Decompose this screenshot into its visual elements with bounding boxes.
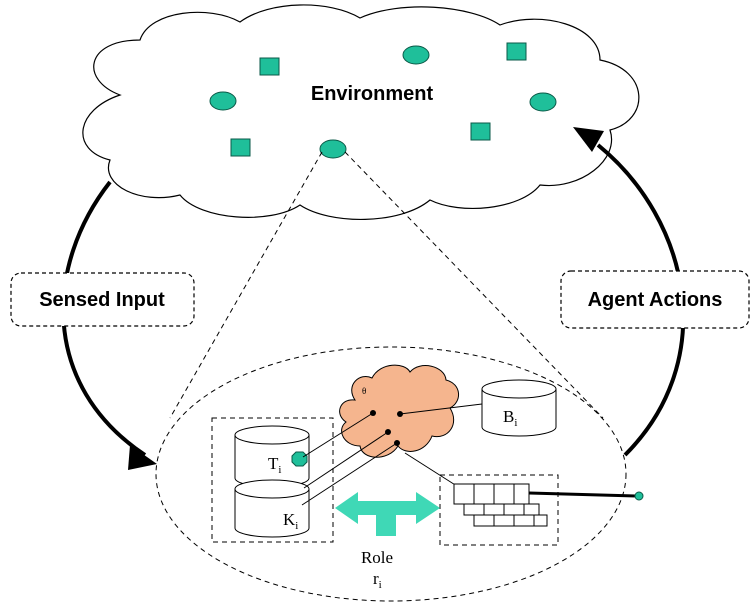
sensed-input-box bbox=[10, 272, 195, 327]
environment-label: Environment bbox=[311, 83, 434, 105]
environment-entities bbox=[209, 42, 557, 159]
task-store-label: Ti bbox=[268, 454, 281, 476]
task-cylinder bbox=[234, 425, 310, 488]
entity-square bbox=[259, 57, 280, 76]
role-label: Role bbox=[361, 548, 393, 567]
agent-detail-ellipse bbox=[155, 346, 627, 602]
sensed-input-label: Sensed Input bbox=[39, 289, 165, 311]
agent-nodes bbox=[370, 410, 403, 446]
entity-square bbox=[230, 138, 251, 157]
zoom-line bbox=[169, 151, 323, 419]
entity-square bbox=[470, 122, 491, 141]
action-output-terminal bbox=[634, 491, 644, 501]
belief-store-label: Bi bbox=[503, 407, 517, 429]
knowledge-group-box bbox=[211, 417, 334, 543]
sensed-input-arrowhead bbox=[128, 445, 157, 470]
agent-actions-arrowhead bbox=[573, 127, 604, 152]
zoom-line bbox=[344, 151, 604, 419]
action-queue bbox=[453, 483, 548, 527]
action-group-box bbox=[439, 474, 559, 546]
agent-connections bbox=[301, 403, 483, 506]
belief-cylinder bbox=[481, 379, 557, 437]
entity-circle bbox=[529, 92, 557, 112]
environment-cloud bbox=[82, 4, 640, 221]
entity-circle bbox=[319, 139, 347, 159]
entity-square bbox=[506, 42, 527, 61]
entity-circle bbox=[209, 91, 237, 111]
task-connector-icon bbox=[291, 451, 308, 467]
agent-actions-label: Agent Actions bbox=[588, 289, 723, 311]
entity-circle bbox=[402, 45, 430, 65]
knowledge-store-label: Ki bbox=[283, 510, 298, 532]
knowledge-cylinder bbox=[234, 479, 310, 538]
agent-actions-box bbox=[560, 270, 750, 329]
action-output-line bbox=[528, 491, 638, 498]
role-symbol: ri bbox=[373, 569, 382, 591]
role-arrow bbox=[335, 492, 440, 536]
cloud-small-mark: θ bbox=[362, 386, 366, 396]
